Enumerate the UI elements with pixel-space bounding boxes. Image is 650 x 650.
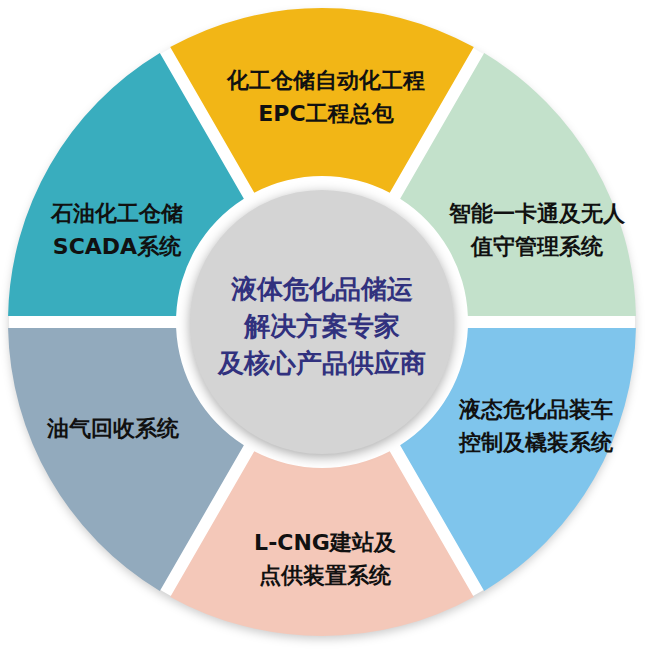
center-label-line3: 及核心产品供应商 [217,348,426,378]
segment-label-petrochemical-scada-line1: 石油化工仓储 [50,201,183,226]
segment-label-petrochemical-scada-line2: SCADA系统 [53,234,182,259]
segment-label-oil-gas-recovery-line1: 油气回收系统 [46,416,180,441]
segment-label-lcng-station-line1: L-CNG建站及 [254,530,396,555]
segment-label-chemical-warehouse-epc-line1: 化工仓储自动化工程 [226,68,425,93]
segment-label-chemical-warehouse-epc-line2: EPC工程总包 [258,101,394,126]
segment-label-liquid-loading-skid-line1: 液态危化品装车 [458,397,613,422]
segment-label-smart-card-unmanned-line2: 值守管理系统 [470,234,604,259]
center-label-line2: 解决方案专家 [243,311,400,341]
segment-label-smart-card-unmanned-line1: 智能一卡通及无人 [448,201,626,226]
segment-label-lcng-station-line2: 点供装置系统 [259,563,392,588]
center-label-line1: 液体危化品储运 [230,274,413,304]
segment-label-liquid-loading-skid-line2: 控制及橇装系统 [458,430,614,455]
